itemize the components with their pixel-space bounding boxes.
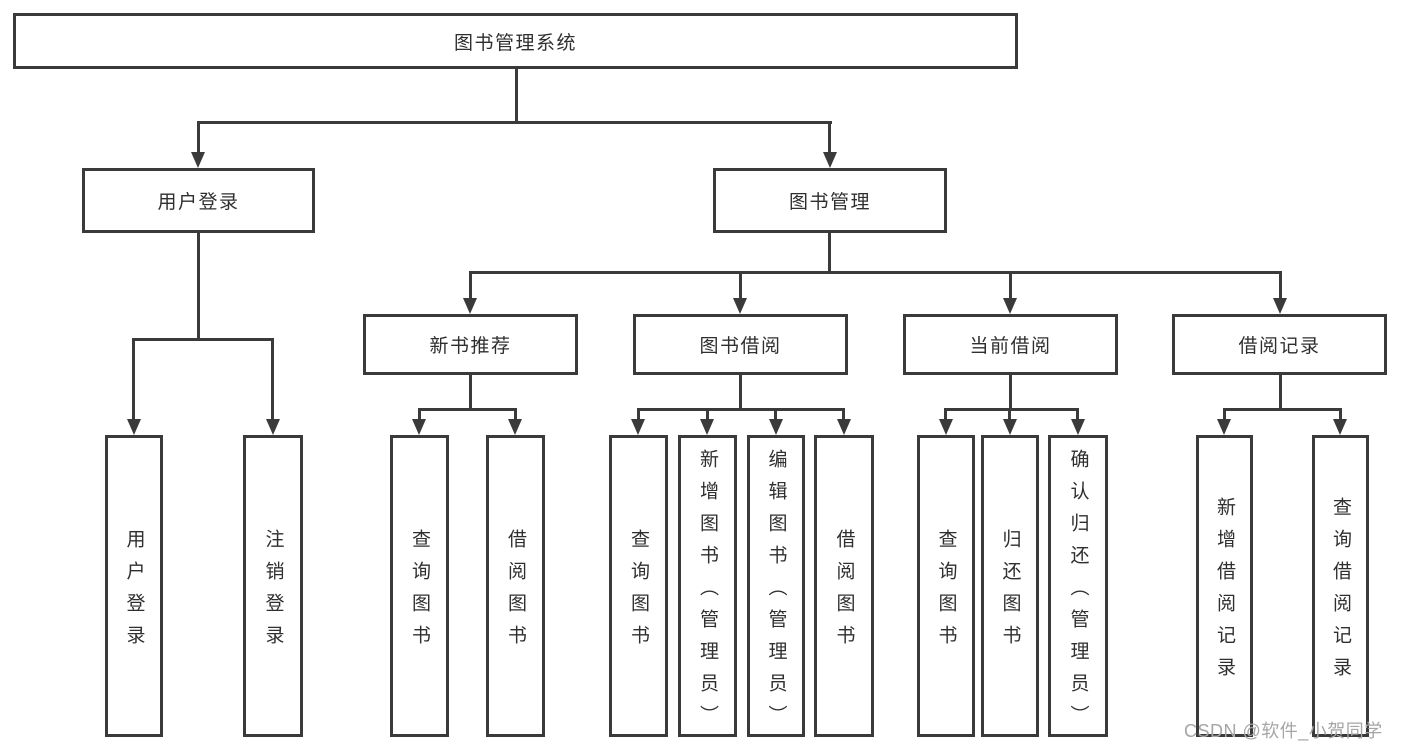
arrow-down-icon — [837, 419, 851, 435]
arrow-down-icon — [508, 419, 522, 435]
node-label: 借阅图书 — [833, 528, 855, 657]
connector-line — [1223, 408, 1226, 420]
connector-line — [828, 121, 831, 153]
arrow-down-icon — [631, 419, 645, 435]
connector-line — [774, 408, 777, 420]
connector-line — [1223, 408, 1342, 411]
node-label: 查询借阅记录 — [1330, 496, 1351, 689]
arrow-down-icon — [1003, 419, 1017, 435]
node-label: 编辑图书（管理员） — [765, 448, 787, 737]
watermark-text: CSDN @软件_小贺同学 — [1184, 721, 1383, 741]
connector-line — [637, 408, 845, 411]
connector-line — [1076, 408, 1079, 420]
node-book-borrowing: 图书借阅 — [633, 314, 848, 375]
node-borrowing-records: 借阅记录 — [1172, 314, 1387, 375]
connector-line — [739, 271, 742, 298]
arrow-down-icon — [412, 419, 426, 435]
connector-line — [132, 338, 135, 419]
node-leaf-query-borrow-record: 查询借阅记录 — [1312, 435, 1369, 737]
arrow-down-icon — [733, 298, 747, 314]
connector-line — [1009, 375, 1012, 408]
node-leaf-confirm-return-admin: 确认归还（管理员） — [1048, 435, 1108, 737]
connector-line — [828, 233, 831, 271]
connector-line — [197, 121, 832, 124]
arrow-down-icon — [266, 419, 280, 435]
arrow-down-icon — [463, 298, 477, 314]
node-leaf-edit-book-admin: 编辑图书（管理员） — [747, 435, 805, 737]
node-leaf-return-book: 归还图书 — [981, 435, 1039, 737]
node-leaf-query-books-current: 查询图书 — [917, 435, 975, 737]
node-leaf-query-books-borrowing: 查询图书 — [609, 435, 668, 737]
arrow-down-icon — [191, 152, 205, 168]
connector-line — [1009, 271, 1012, 298]
connector-line — [637, 408, 640, 420]
node-label: 新增图书（管理员） — [697, 448, 718, 737]
node-current-borrowing: 当前借阅 — [903, 314, 1118, 375]
node-label: 查询图书 — [628, 528, 649, 657]
connector-line — [418, 408, 421, 420]
node-label: 用户登录 — [123, 528, 145, 657]
arrow-down-icon — [127, 419, 141, 435]
node-leaf-add-book-admin: 新增图书（管理员） — [678, 435, 737, 737]
arrow-down-icon — [769, 419, 783, 435]
node-label: 新书推荐 — [429, 336, 512, 357]
connector-line — [842, 408, 845, 420]
connector-line — [945, 408, 1079, 411]
connector-line — [706, 408, 709, 420]
node-label: 借阅图书 — [505, 528, 526, 657]
node-label: 归还图书 — [999, 528, 1021, 657]
arrow-down-icon — [1273, 298, 1287, 314]
arrow-down-icon — [1217, 419, 1231, 435]
connector-line — [1279, 271, 1282, 298]
node-leaf-logout: 注销登录 — [243, 435, 303, 737]
node-label: 图书管理系统 — [453, 32, 577, 54]
connector-line — [469, 271, 1282, 274]
connector-line — [271, 338, 274, 419]
connector-line — [739, 375, 742, 408]
node-label: 新增借阅记录 — [1214, 496, 1235, 689]
node-leaf-borrow-books-recommend: 借阅图书 — [486, 435, 545, 737]
connector-line — [197, 233, 200, 338]
arrow-down-icon — [700, 419, 714, 435]
node-label: 借阅记录 — [1238, 336, 1321, 357]
node-label: 用户登录 — [157, 192, 240, 213]
arrow-down-icon — [1333, 419, 1347, 435]
arrow-down-icon — [1003, 298, 1017, 314]
arrow-down-icon — [1071, 419, 1085, 435]
node-label: 图书管理 — [788, 192, 871, 213]
connector-line — [1279, 375, 1282, 408]
connector-line — [1339, 408, 1342, 420]
connector-line — [944, 408, 947, 420]
connector-line — [197, 121, 200, 153]
connector-line — [514, 408, 517, 420]
node-leaf-borrow-books-borrowing: 借阅图书 — [814, 435, 874, 737]
node-label: 注销登录 — [262, 528, 284, 657]
node-book-management: 图书管理 — [713, 168, 947, 233]
connector-line — [469, 271, 472, 298]
node-user-login: 用户登录 — [82, 168, 315, 233]
node-label: 查询图书 — [935, 528, 957, 657]
connector-line — [418, 408, 517, 411]
node-label: 当前借阅 — [969, 336, 1052, 357]
connector-line — [469, 375, 472, 408]
node-library-management-system: 图书管理系统 — [13, 13, 1018, 69]
node-leaf-query-books-recommend: 查询图书 — [390, 435, 449, 737]
node-new-book-recommend: 新书推荐 — [363, 314, 578, 375]
node-label: 确认归还（管理员） — [1067, 448, 1089, 737]
node-label: 查询图书 — [409, 528, 430, 657]
node-leaf-user-login: 用户登录 — [105, 435, 163, 737]
connector-line — [1008, 408, 1011, 420]
arrow-down-icon — [823, 152, 837, 168]
connector-line — [133, 338, 274, 341]
node-leaf-add-borrow-record: 新增借阅记录 — [1196, 435, 1253, 737]
arrow-down-icon — [939, 419, 953, 435]
node-label: 图书借阅 — [699, 336, 782, 357]
connector-line — [515, 68, 518, 121]
